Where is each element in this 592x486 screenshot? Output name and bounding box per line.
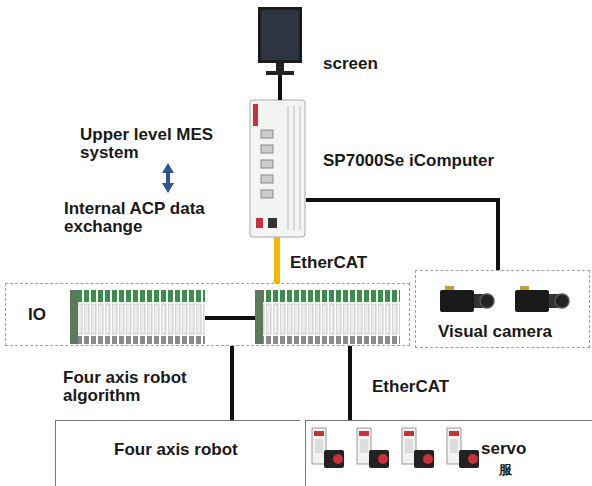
connector-label: EtherCAT [290,254,400,272]
monitor-illustration [258,7,302,75]
annotation-text: Upper level MES system [80,126,250,163]
node-label: screen [323,55,443,73]
node-label: SP7000Se iComputer [323,152,563,170]
computer-node: SP7000Se iComputer [248,100,306,237]
node-label: 服 [499,463,529,477]
io-module-illustration [70,290,400,344]
connector-line [348,346,352,420]
io-group: IO [5,283,410,346]
node-label: IO [28,306,68,324]
servo-box: servo 服 [305,420,592,486]
double-arrow [162,163,174,193]
connector-line [274,237,280,283]
connector-line [278,75,282,100]
monitor-node: screen [255,5,305,75]
camera-illustration [440,286,569,312]
connector-label: EtherCAT [372,378,482,396]
annotation-text: Internal ACP data exchange [64,200,254,237]
servo-illustration [312,428,479,468]
camera-group: Visual camera [415,270,590,348]
node-label: Visual camera [438,323,588,341]
node-label: servo [481,440,561,458]
robot-box: Four axis robot [55,420,300,486]
connector-line [230,346,234,420]
node-label: Four axis robot [114,441,294,459]
computer-illustration [250,100,305,237]
connector-label: Four axis robot algorithm [63,369,243,406]
